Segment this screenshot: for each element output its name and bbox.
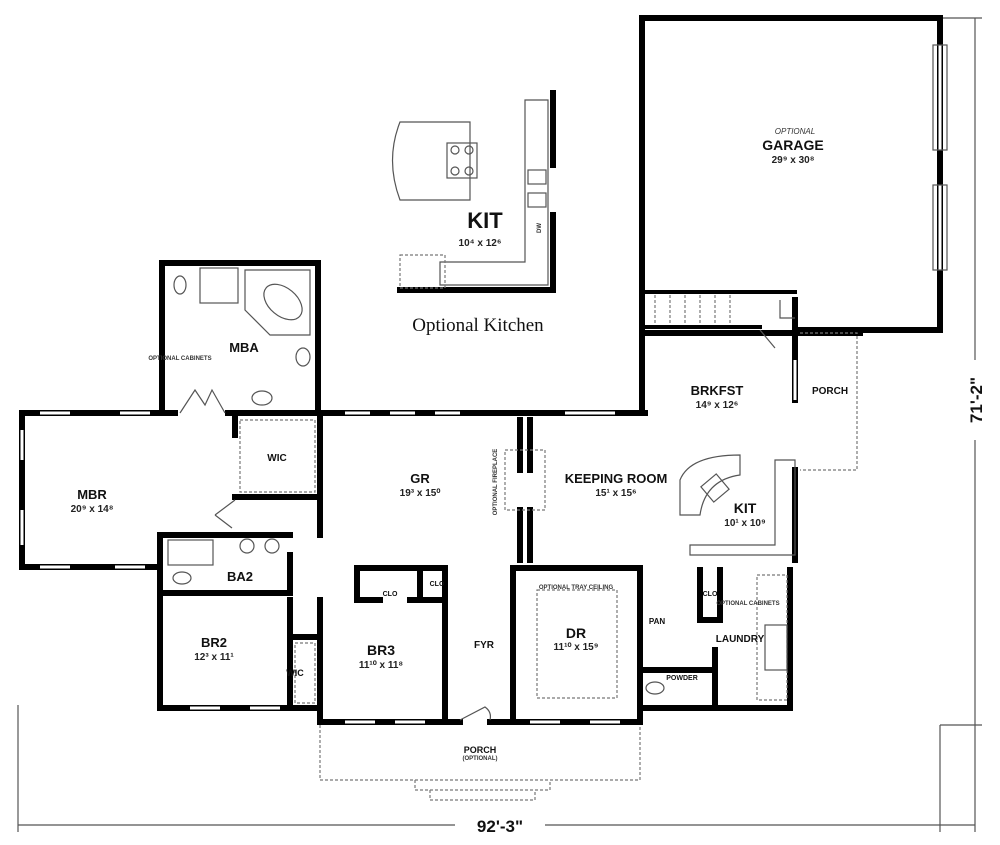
br3-label: BR3: [367, 642, 395, 658]
depth-dimension: 71'-2": [967, 377, 986, 423]
width-dimension: 92'-3": [477, 817, 523, 836]
dishwasher-label: DW: [537, 223, 543, 233]
mba-label: MBA: [229, 340, 259, 355]
ba2-label: BA2: [227, 569, 253, 584]
optional-kitchen-label: KIT: [467, 208, 503, 233]
fyr-label: FYR: [474, 640, 495, 651]
keeping-room-dims: 15¹ x 15⁶: [595, 488, 636, 499]
optional-kitchen-dims: 10⁴ x 12⁶: [459, 238, 502, 249]
garage-dims: 29⁹ x 30⁸: [772, 155, 815, 166]
powder-label: POWDER: [666, 675, 698, 682]
garage-optional-note: OPTIONAL: [775, 127, 815, 136]
closet-label-1: CLO: [383, 591, 398, 598]
room-labels: OPTIONAL GARAGE 29⁹ x 30⁸ MBA OPTIONAL C…: [71, 127, 848, 762]
dr-dims: 11¹⁰ x 15⁹: [554, 642, 599, 653]
closet-label-2: CLO: [430, 581, 445, 588]
kit-label: KIT: [734, 500, 757, 516]
laundry-cabinets-label: OPTIONAL CABINETS: [716, 601, 779, 607]
garage-label: GARAGE: [762, 137, 823, 153]
keeping-room-label: KEEPING ROOM: [565, 471, 668, 486]
mba-cabinets-label: OPTIONAL CABINETS: [148, 356, 211, 362]
master-wic-label: WIC: [267, 453, 286, 464]
tray-ceiling-label: OPTIONAL TRAY CEILING: [539, 585, 614, 591]
closet-label-3: CLO: [703, 591, 718, 598]
optional-kitchen-caption: Optional Kitchen: [412, 315, 544, 336]
dr-label: DR: [566, 625, 586, 641]
gr-dims: 19³ x 15⁰: [400, 488, 441, 499]
mbr-dims: 20⁹ x 14⁸: [71, 504, 114, 515]
mbr-label: MBR: [77, 487, 107, 502]
front-porch-note: (OPTIONAL): [463, 756, 498, 762]
optional-kitchen-inset: KIT 10⁴ x 12⁶ DW Optional Kitchen: [391, 90, 556, 336]
laundry-label: LAUNDRY: [716, 634, 765, 645]
br3-dims: 11¹⁰ x 11⁸: [359, 660, 404, 671]
brkfst-label: BRKFST: [691, 383, 744, 398]
front-porch-label: PORCH: [464, 745, 497, 755]
kit-dims: 10¹ x 10⁹: [724, 518, 766, 529]
side-porch-label: PORCH: [812, 386, 848, 397]
walls: [19, 15, 948, 801]
dimension-lines: 92'-3" 71'-2": [17, 17, 988, 838]
br2-dims: 12³ x 11¹: [194, 652, 234, 663]
brkfst-dims: 14⁹ x 12⁶: [696, 400, 739, 411]
br2-wic-label: WIC: [286, 668, 304, 678]
gr-label: GR: [410, 471, 430, 486]
br2-label: BR2: [201, 635, 227, 650]
pantry-label: PAN: [649, 617, 666, 626]
fireplace-label: OPTIONAL FIREPLACE: [493, 449, 499, 516]
